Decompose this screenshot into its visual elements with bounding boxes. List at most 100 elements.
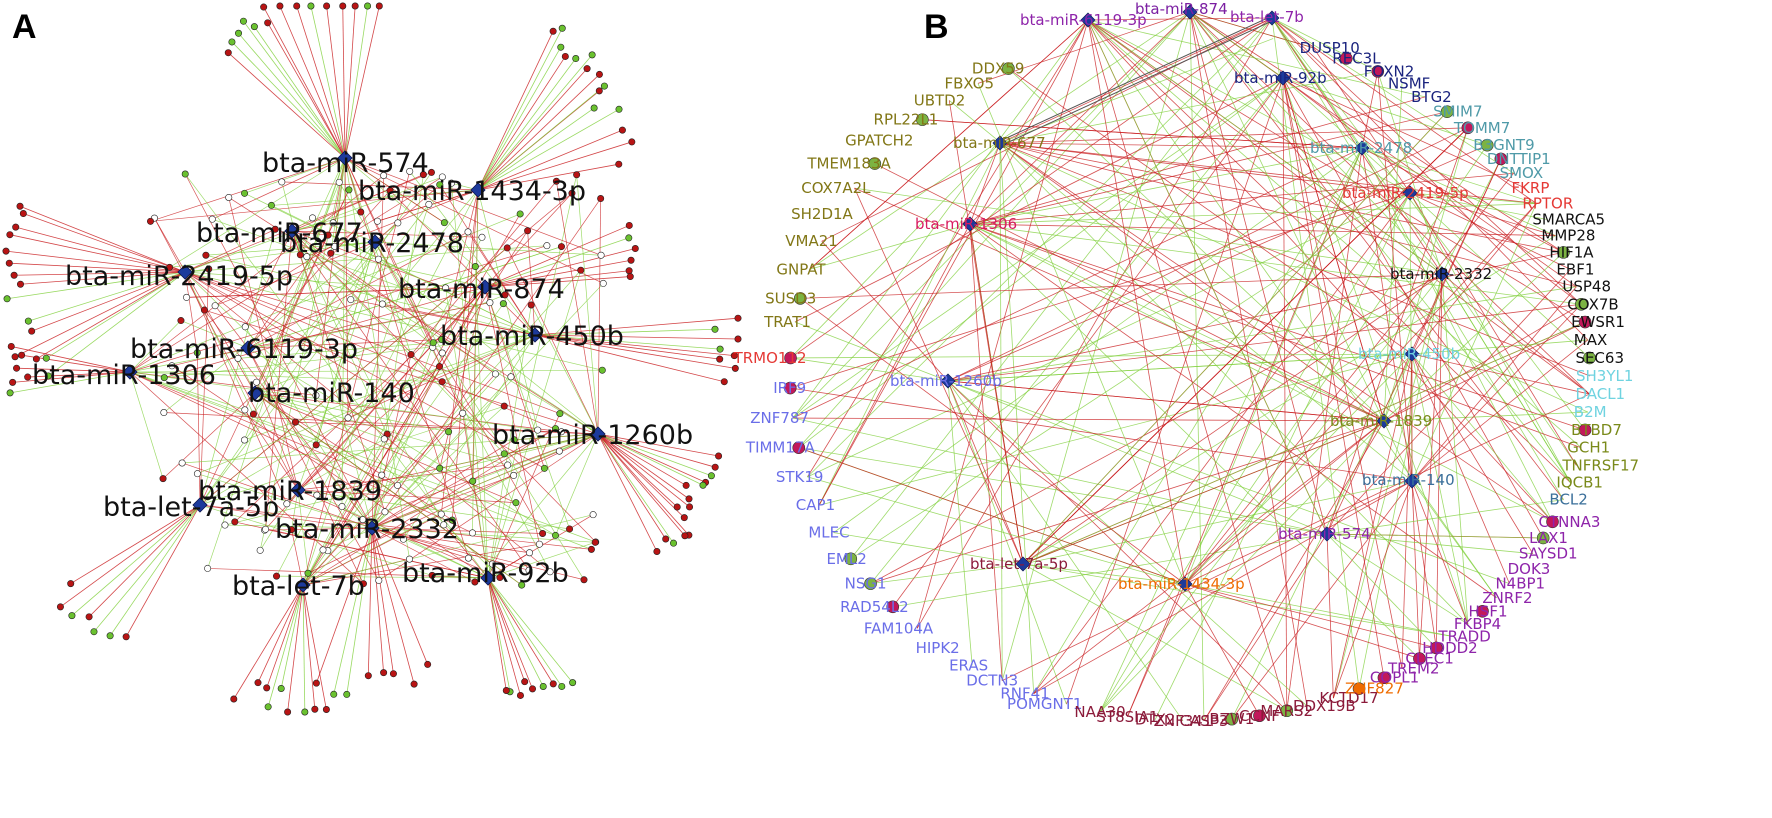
interaction-edge [378, 258, 599, 435]
target-gene-node [10, 271, 18, 279]
interaction-edge [451, 189, 479, 521]
interaction-edge [484, 225, 630, 288]
target-gene-node [359, 580, 367, 588]
interaction-edge [302, 171, 411, 586]
target-gene-node [106, 632, 114, 640]
target-gene-node [1461, 121, 1475, 135]
target-gene-node [734, 335, 742, 343]
interaction-edge [597, 433, 704, 486]
target-gene-node [241, 436, 249, 444]
interaction-edge [1184, 172, 1514, 585]
interaction-edge [477, 141, 632, 191]
mirna-hub-label: bta-let-7b [1230, 8, 1304, 26]
interaction-edge [487, 577, 554, 685]
target-gene-node [626, 273, 634, 281]
target-gene-node [1413, 652, 1426, 665]
interaction-edge [287, 584, 304, 713]
target-gene-node [496, 574, 504, 582]
interaction-edge [1087, 19, 1571, 483]
interaction-edge [477, 56, 566, 191]
target-gene-node [784, 351, 797, 365]
interaction-edge [597, 198, 601, 435]
target-gene-node [378, 471, 386, 479]
target-gene-node [5, 259, 13, 267]
interaction-edge [409, 171, 536, 336]
mirna-hub-node [1354, 140, 1370, 156]
gene-label: NAA30 [1074, 703, 1125, 721]
interaction-edge [1441, 273, 1469, 625]
interaction-edge [597, 433, 658, 552]
target-gene-node [208, 215, 216, 223]
interaction-edge [1377, 71, 1443, 275]
interaction-edge [1184, 583, 1453, 637]
interaction-edge [374, 184, 441, 243]
interaction-edge [1441, 158, 1502, 275]
interaction-edge [1326, 533, 1469, 625]
interaction-edge [1189, 11, 1413, 482]
interaction-edge [291, 211, 361, 232]
interaction-edge [344, 157, 410, 560]
target-gene-node [301, 708, 309, 716]
target-gene-node [552, 531, 560, 539]
gene-label: DUSP10 [1300, 39, 1360, 57]
mirna-hub-label: bta-miR-2478 [1310, 139, 1412, 157]
target-gene-node [338, 503, 346, 511]
gene-label: FAM104A [864, 619, 934, 637]
mirna-hub-node [1402, 185, 1418, 201]
target-gene-node [347, 296, 355, 304]
interaction-edge [1033, 192, 1411, 694]
panel-a-edges [5, 5, 739, 713]
interaction-edge [334, 157, 346, 247]
interaction-edge [892, 77, 1284, 608]
interaction-edge [1087, 19, 1582, 449]
panel-a-nodes [2, 2, 742, 716]
mirna-hub-node [1404, 346, 1420, 362]
gene-label: POMGNT1 [1007, 695, 1082, 713]
target-gene-node [491, 370, 499, 378]
gene-label: TOMM7 [1453, 119, 1510, 137]
interaction-edge [1127, 583, 1186, 717]
gene-label: DOK3 [1508, 560, 1551, 578]
interaction-edge [374, 241, 543, 534]
interaction-edge [129, 176, 443, 373]
interaction-edge [199, 189, 350, 506]
interaction-edge [374, 241, 585, 580]
interaction-edge [487, 577, 533, 690]
mirna-hub-label: bta-miR-450b [1358, 345, 1460, 363]
target-gene-node [464, 554, 472, 562]
target-gene-node [793, 292, 807, 305]
interaction-edge [291, 230, 530, 571]
mirna-hub-label: bta-miR-677 [196, 218, 363, 249]
interaction-edge [870, 77, 1284, 584]
mirna-hub-node [1434, 266, 1450, 282]
target-gene-node [471, 578, 479, 586]
target-gene-node [228, 38, 236, 46]
interaction-edge [254, 26, 346, 159]
interaction-edge [164, 334, 536, 378]
interaction-edge [244, 409, 299, 491]
interaction-edge [597, 433, 685, 518]
interaction-edge [286, 286, 486, 505]
target-gene-node [380, 669, 388, 677]
target-gene-node [546, 568, 554, 576]
target-gene-node [267, 201, 275, 209]
mirna-hub-label: bta-miR-1839 [1330, 412, 1432, 430]
target-gene-node [319, 546, 327, 554]
target-gene-node [595, 87, 603, 95]
interaction-edge [484, 237, 629, 288]
interaction-edge [129, 371, 164, 479]
interaction-edge [129, 371, 596, 543]
interaction-edge [1033, 420, 1385, 694]
gene-label: USP48 [1562, 278, 1611, 296]
interaction-edge [129, 371, 317, 396]
interaction-edge [310, 5, 346, 159]
interaction-edge [254, 392, 453, 521]
interaction-edge [487, 304, 532, 579]
interaction-edge [344, 157, 604, 284]
target-gene-node [16, 280, 24, 288]
target-gene-node [551, 425, 559, 433]
interaction-edge [999, 142, 1411, 194]
target-gene-node [680, 514, 688, 522]
interaction-edge [1184, 353, 1413, 585]
target-gene-node [211, 302, 219, 310]
